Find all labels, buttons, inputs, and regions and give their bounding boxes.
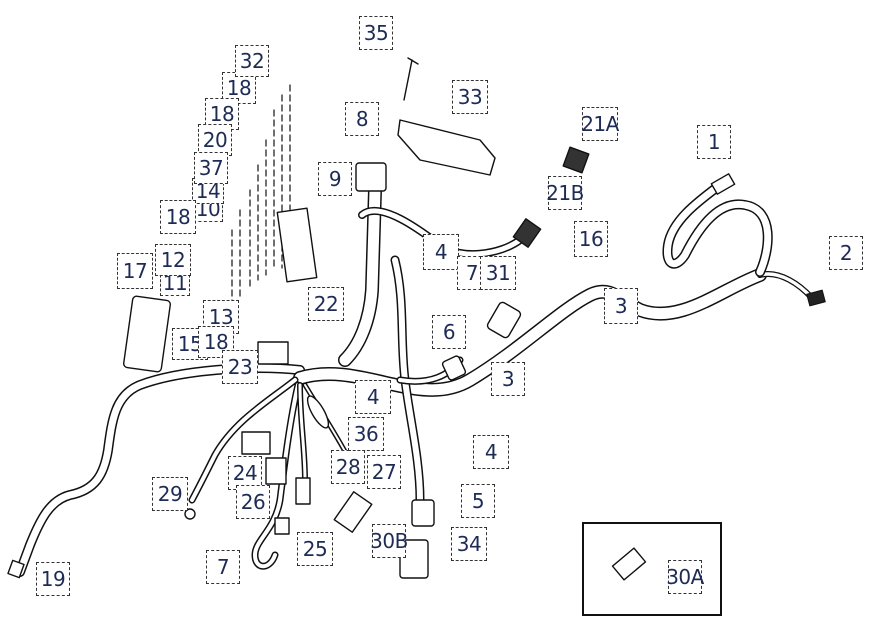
harness-branch-16 <box>293 173 826 397</box>
block-9 <box>276 207 318 283</box>
callout-23[interactable]: 23 <box>222 350 258 384</box>
socket-31 <box>486 301 522 339</box>
callout-32[interactable]: 32 <box>235 45 269 77</box>
callout-8[interactable]: 8 <box>345 102 379 136</box>
connector-21b <box>512 218 542 248</box>
callout-22[interactable]: 22 <box>308 287 344 321</box>
callout-17[interactable]: 17 <box>117 253 153 289</box>
bracket-23 <box>257 341 289 365</box>
callout-18d[interactable]: 18 <box>198 326 234 358</box>
callout-34[interactable]: 34 <box>451 527 487 561</box>
connector-30a <box>611 547 647 581</box>
key-35 <box>403 57 419 101</box>
callout-9[interactable]: 9 <box>318 162 352 196</box>
callout-21b[interactable]: 21B <box>546 176 584 210</box>
callout-4a[interactable]: 4 <box>423 234 459 270</box>
harness-lower-branches <box>188 376 358 570</box>
callout-18c[interactable]: 18 <box>160 200 196 234</box>
callout-6[interactable]: 6 <box>432 315 466 349</box>
connector-5 <box>411 499 435 527</box>
callout-28[interactable]: 28 <box>331 450 365 484</box>
inset-frame-30a <box>582 522 722 616</box>
callout-4c[interactable]: 4 <box>473 435 509 469</box>
callout-24[interactable]: 24 <box>228 456 262 490</box>
callout-26[interactable]: 26 <box>236 485 270 519</box>
connector-8 <box>355 162 387 192</box>
callout-37[interactable]: 37 <box>194 152 228 184</box>
callout-31[interactable]: 31 <box>480 256 516 290</box>
callout-35[interactable]: 35 <box>359 16 393 50</box>
display-33 <box>397 119 496 176</box>
callout-16[interactable]: 16 <box>574 221 608 257</box>
sensor-34 <box>399 539 429 579</box>
callout-30a[interactable]: 30A <box>666 560 704 594</box>
component-shapes <box>122 57 647 581</box>
callout-29[interactable]: 29 <box>152 477 188 511</box>
callout-20[interactable]: 20 <box>198 124 232 156</box>
callout-36[interactable]: 36 <box>348 417 384 451</box>
callout-33[interactable]: 33 <box>452 80 488 114</box>
callout-3a[interactable]: 3 <box>604 288 638 324</box>
connector-30b <box>333 491 373 533</box>
callout-19[interactable]: 19 <box>36 562 70 596</box>
connector-21a <box>562 146 590 174</box>
callout-21a[interactable]: 21A <box>581 107 619 141</box>
connector-28 <box>295 477 311 505</box>
sleeve-25 <box>274 517 290 535</box>
callout-12[interactable]: 12 <box>155 244 191 276</box>
callout-3b[interactable]: 3 <box>491 362 525 396</box>
callout-30b[interactable]: 30B <box>370 524 408 558</box>
connector-26 <box>265 457 287 485</box>
fuse-box-17 <box>122 295 172 373</box>
ring-29 <box>184 508 196 520</box>
callout-7b[interactable]: 7 <box>206 550 240 584</box>
harness-branch-19 <box>7 363 305 579</box>
callout-2[interactable]: 2 <box>829 236 863 270</box>
callout-27[interactable]: 27 <box>367 455 401 489</box>
callout-4b[interactable]: 4 <box>355 380 391 414</box>
tie-36 <box>306 395 330 429</box>
grommet-6 <box>441 355 467 381</box>
callout-25[interactable]: 25 <box>297 532 333 566</box>
relay-ladder <box>231 84 291 306</box>
connector-24 <box>241 431 271 455</box>
callout-5[interactable]: 5 <box>461 484 495 518</box>
callout-1[interactable]: 1 <box>697 125 731 159</box>
